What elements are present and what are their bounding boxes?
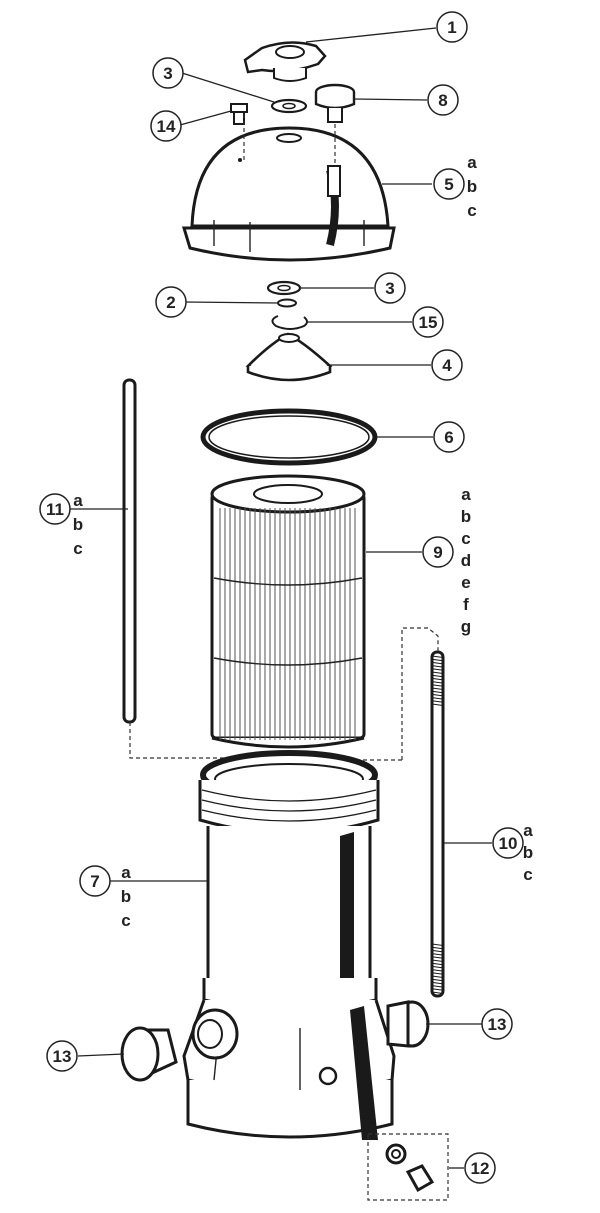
callout-variant-letter: e bbox=[461, 573, 470, 592]
o-ring-small bbox=[277, 298, 297, 308]
callout-circle bbox=[436, 11, 468, 43]
callout-number: 6 bbox=[444, 428, 453, 447]
callout-circle bbox=[433, 168, 465, 200]
callout-circle bbox=[481, 1008, 513, 1040]
callout-circle bbox=[46, 1040, 78, 1072]
callout-number: 1 bbox=[447, 18, 456, 37]
callout-c7: 7 abc bbox=[79, 863, 131, 930]
callout-c4: 4 bbox=[431, 349, 463, 381]
callout-circle bbox=[422, 536, 454, 568]
callout-variant-letter: a bbox=[73, 491, 83, 510]
callout-number: 3 bbox=[385, 279, 394, 298]
callout-variant-letter: b bbox=[121, 887, 131, 906]
callout-circle bbox=[464, 1152, 496, 1184]
callout-variant-letter: c bbox=[73, 539, 82, 558]
callout-c2: 2 bbox=[155, 286, 187, 318]
callout-c11: 11 abc bbox=[39, 491, 83, 558]
callout-c13a: 13 bbox=[46, 1040, 78, 1072]
retaining-clip bbox=[271, 315, 308, 330]
washer-lower-hole bbox=[277, 284, 291, 292]
callout-c6: 6 bbox=[433, 421, 465, 453]
callout-c3b: 3 bbox=[374, 272, 406, 304]
callout-number: 9 bbox=[433, 543, 442, 562]
callout-number: 13 bbox=[53, 1047, 72, 1066]
callout-number: 4 bbox=[442, 356, 452, 375]
callout-number: 10 bbox=[499, 834, 518, 853]
cone-cap bbox=[245, 332, 333, 382]
callout-number: 11 bbox=[46, 500, 64, 519]
callout-circle bbox=[492, 827, 524, 859]
callout-number: 13 bbox=[488, 1015, 507, 1034]
callout-circle bbox=[152, 57, 184, 89]
callout-number: 2 bbox=[166, 293, 175, 312]
callout-number: 14 bbox=[157, 117, 176, 136]
callout-variant-letter: b bbox=[523, 843, 533, 862]
callout-variant-letter: c bbox=[121, 911, 130, 930]
tie-rod-right bbox=[430, 650, 445, 998]
assembly-guide-lines bbox=[129, 114, 439, 800]
filter-lid-dome bbox=[181, 126, 396, 262]
callout-variant-letter: c bbox=[467, 201, 476, 220]
lid-knob bbox=[243, 41, 327, 82]
air-relief-plug bbox=[230, 103, 248, 125]
leader-lines bbox=[70, 27, 492, 1169]
callout-circle bbox=[79, 865, 111, 897]
callout-variant-letter: b bbox=[73, 515, 83, 534]
callout-c3a: 3 bbox=[152, 57, 184, 89]
callout-c8: 8 bbox=[427, 84, 459, 116]
callout-circle bbox=[39, 493, 71, 525]
callout-variant-letter: a bbox=[121, 863, 131, 882]
callout-number: 3 bbox=[163, 64, 172, 83]
callout-number: 8 bbox=[438, 91, 447, 110]
callout-c13b: 13 bbox=[481, 1008, 513, 1040]
callout-circle bbox=[150, 110, 182, 142]
drain-cap-left bbox=[120, 1026, 178, 1082]
callout-variant-letter: a bbox=[461, 485, 471, 504]
tank-o-ring-inner bbox=[208, 415, 370, 459]
callout-c14: 14 bbox=[150, 110, 182, 142]
callout-circle bbox=[412, 306, 444, 338]
tie-rod-left bbox=[122, 378, 137, 724]
callout-variant-letter: c bbox=[461, 529, 470, 548]
callout-circle bbox=[431, 349, 463, 381]
callout-number: 5 bbox=[444, 175, 453, 194]
callout-c10: 10 abc bbox=[492, 821, 533, 884]
callout-variant-letter: b bbox=[467, 177, 477, 196]
callout-variant-letter: f bbox=[463, 595, 469, 614]
callout-c15: 15 bbox=[412, 306, 444, 338]
tank-o-ring bbox=[200, 408, 378, 466]
callout-variant-letter: c bbox=[523, 865, 532, 884]
callout-number: 12 bbox=[471, 1159, 490, 1178]
callout-variant-letter: a bbox=[523, 821, 533, 840]
drain-cap-right bbox=[386, 1000, 430, 1048]
callout-c1: 1 bbox=[436, 11, 468, 43]
callout-circle bbox=[427, 84, 459, 116]
air-relief-valve bbox=[314, 83, 356, 123]
callout-variant-letter: a bbox=[467, 153, 477, 172]
callout-circle bbox=[433, 421, 465, 453]
filter-tank bbox=[182, 750, 396, 1140]
callout-variant-letter: b bbox=[461, 507, 471, 526]
callout-variant-letter: g bbox=[461, 617, 471, 636]
callout-variant-letter: d bbox=[461, 551, 471, 570]
filter-cartridge bbox=[210, 474, 366, 749]
callout-number: 7 bbox=[90, 872, 99, 891]
callout-circle bbox=[374, 272, 406, 304]
callout-number: 15 bbox=[419, 313, 438, 332]
washer-top-hole bbox=[282, 102, 296, 110]
drain-plug-kit bbox=[367, 1133, 449, 1201]
callout-c12: 12 bbox=[464, 1152, 496, 1184]
callout-circle bbox=[155, 286, 187, 318]
